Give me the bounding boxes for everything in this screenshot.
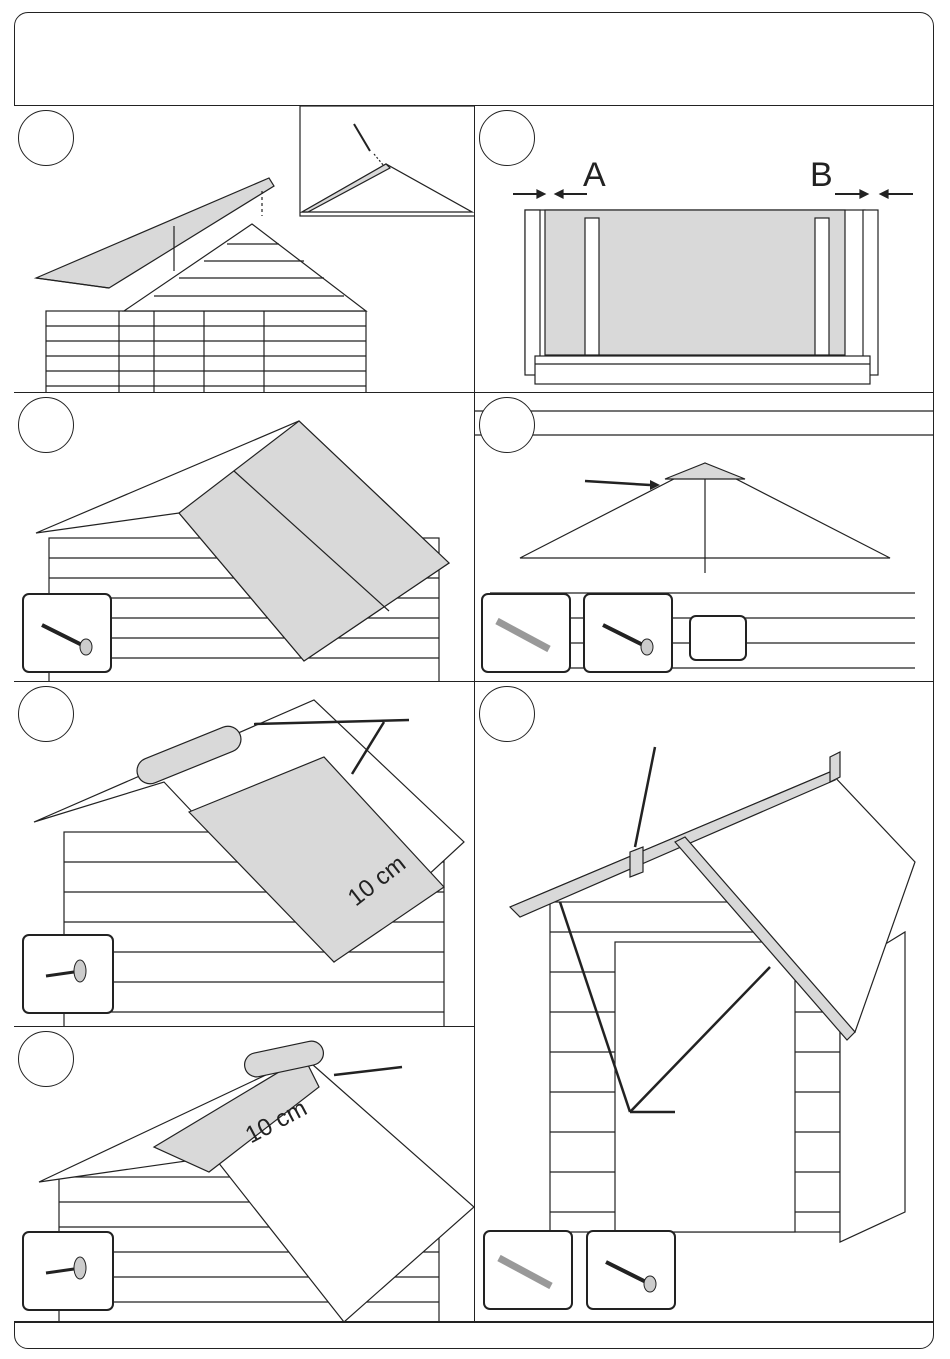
overhang-label-b: B	[810, 158, 833, 192]
step-2-number-circle	[479, 110, 535, 166]
roofing-nail-tool-box-2	[22, 1231, 114, 1311]
roofing-nail-tool-box	[22, 934, 114, 1014]
drill-bit-icon	[483, 595, 569, 671]
step-1-illustration	[14, 106, 475, 393]
overhang-label-a: A	[583, 158, 606, 192]
step-6-panel: 10 cm	[14, 1027, 475, 1322]
roofing-nail-icon	[24, 1233, 112, 1309]
step-7-illustration	[475, 682, 934, 1322]
drill-bit-tool-box	[481, 593, 571, 673]
step-4-panel	[475, 393, 934, 682]
drill-bit-tool-box-2	[483, 1230, 573, 1310]
step-3-panel	[14, 393, 475, 682]
screw-tool-box-3	[586, 1230, 676, 1310]
step-6-number-circle	[18, 1031, 74, 1087]
screw-tool-box	[22, 593, 112, 673]
screw-icon	[24, 595, 110, 671]
step-1-number-circle	[18, 110, 74, 166]
step-2-illustration	[475, 106, 934, 393]
step-7-number-circle	[479, 686, 535, 742]
screw-icon	[588, 1232, 674, 1308]
step-7-panel	[475, 682, 934, 1322]
step-5-panel: 10 cm	[14, 682, 475, 1027]
step-1-panel	[14, 106, 475, 393]
step-4-number-circle	[479, 397, 535, 453]
step-2-panel: A B	[475, 106, 934, 393]
page-header	[14, 12, 934, 106]
page-footer	[14, 1322, 934, 1349]
screw-tool-box-2	[583, 593, 673, 673]
roofing-nail-icon	[24, 936, 112, 1012]
empty-tool-box	[689, 615, 747, 661]
drill-bit-icon	[485, 1232, 571, 1308]
screw-icon	[585, 595, 671, 671]
step-3-number-circle	[18, 397, 74, 453]
step-5-number-circle	[18, 686, 74, 742]
